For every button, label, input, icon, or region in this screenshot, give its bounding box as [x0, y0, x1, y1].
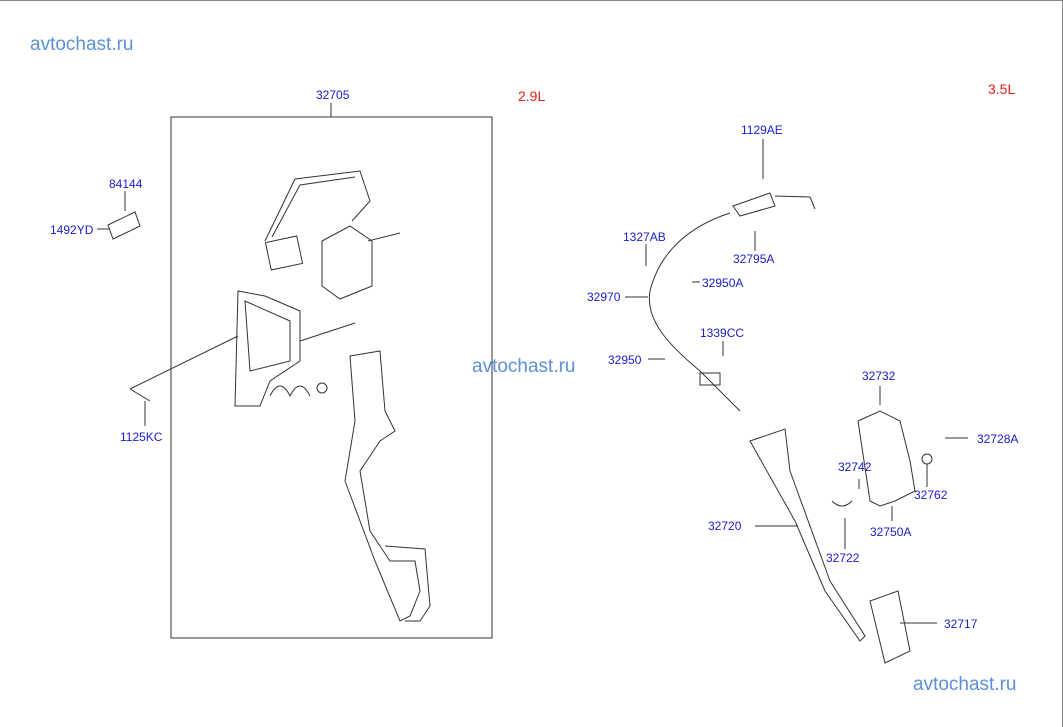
part-1492yd-sketch	[107, 211, 141, 240]
pedal-module-sketch	[234, 170, 431, 622]
variant-label-3.5l: 3.5L	[988, 81, 1016, 97]
part-label[interactable]: 1129AE	[741, 123, 783, 137]
variant-label-2.9l: 2.9L	[518, 88, 546, 104]
watermark: avtochast.ru	[913, 674, 1017, 695]
part-label[interactable]: 32750A	[870, 525, 912, 539]
watermark: avtochast.ru	[472, 356, 576, 377]
part-label[interactable]: 1125KC	[120, 430, 163, 444]
part-label[interactable]: 32795A	[733, 252, 775, 266]
part-label[interactable]: 32950	[608, 353, 642, 367]
part-label[interactable]: 32950A	[702, 276, 744, 290]
part-label[interactable]: 32742	[838, 460, 872, 474]
part-label[interactable]: 1492YD	[50, 223, 94, 237]
part-label[interactable]: 1339CC	[700, 326, 745, 340]
part-label[interactable]: 32762	[914, 488, 948, 502]
part-label[interactable]: 84144	[109, 177, 143, 191]
part-label[interactable]: 32720	[708, 519, 742, 533]
part-label[interactable]: 32728A	[977, 432, 1019, 446]
watermark: avtochast.ru	[30, 34, 134, 55]
part-label[interactable]: 32970	[587, 290, 621, 304]
assembly-frame	[170, 116, 493, 639]
part-label[interactable]: 32732	[862, 369, 896, 383]
part-label[interactable]: 1327AB	[623, 230, 666, 244]
part-label[interactable]: 32705	[316, 88, 350, 102]
cable-sketch	[648, 192, 816, 412]
part-label[interactable]: 32722	[826, 551, 860, 565]
part-label[interactable]: 32717	[944, 617, 978, 631]
